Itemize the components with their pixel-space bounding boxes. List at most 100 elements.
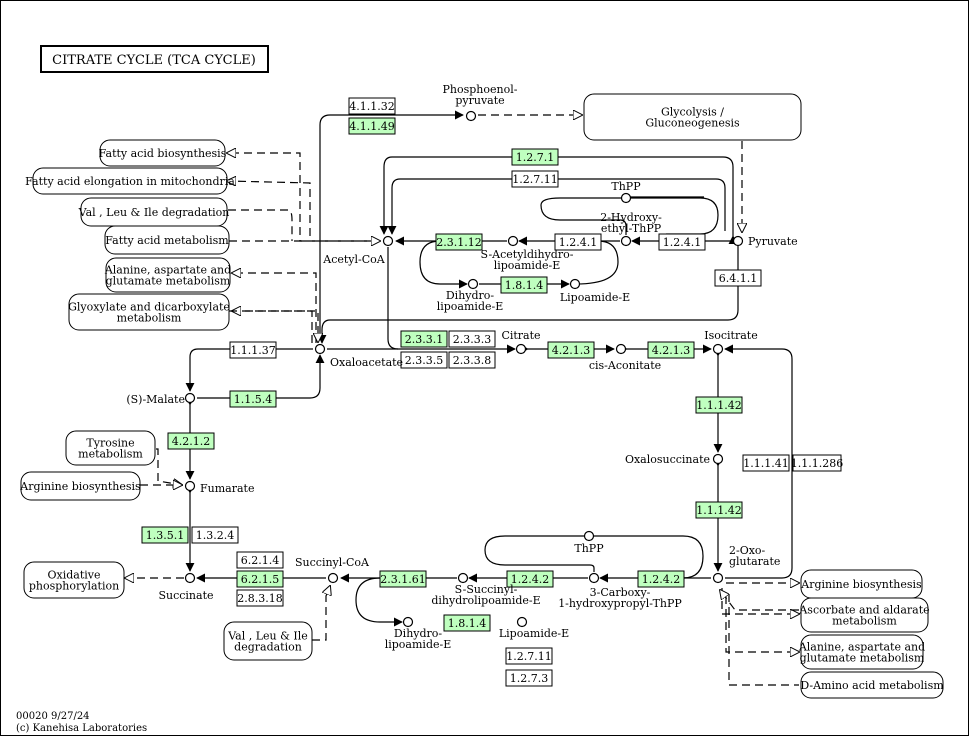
- enzyme-layer: 4.1.1.32 4.1.1.49 1.2.7.1 1.2.7.11 2.3.1.12 1…: [141, 97, 843, 687]
- pathway-label: Fatty acid biosynthesis: [99, 147, 227, 160]
- enzyme-2-8-3-18[interactable]: 2.8.3.18: [236, 589, 284, 607]
- pathway-arginine-biosynthesis[interactable]: Arginine biosynthesis: [19, 471, 141, 501]
- enzyme-1-2-4-2[interactable]: 1.2.4.2: [506, 570, 554, 588]
- compound-label: Phosphoenol-pyruvate: [443, 83, 518, 107]
- pathway-d-amino-acid-metabolism[interactable]: D-Amino acid metabolism: [800, 671, 944, 699]
- enzyme-1-1-1-42[interactable]: 1.1.1.42: [695, 501, 743, 519]
- compound-cis-aconitate[interactable]: cis-Aconitate: [589, 343, 661, 373]
- pathway-label: Glycolysis /Gluconeogenesis: [645, 106, 740, 130]
- compound-lipoamide-e[interactable]: Lipoamide-E: [560, 278, 630, 305]
- compound-s-malate[interactable]: (S)-Malate: [126, 392, 196, 406]
- compound-fumarate[interactable]: Fumarate: [184, 480, 255, 496]
- compound-oxalosuccinate[interactable]: Oxalosuccinate: [625, 453, 724, 466]
- enzyme-2-3-3-8[interactable]: 2.3.3.8: [448, 351, 496, 369]
- enzyme-2-3-3-3[interactable]: 2.3.3.3: [448, 330, 496, 348]
- compound-phosphoenol-pyruvate[interactable]: Phosphoenol-pyruvate: [443, 83, 518, 122]
- compound-pyruvate[interactable]: Pyruvate: [732, 235, 798, 248]
- enzyme-4-1-1-49[interactable]: 4.1.1.49: [348, 117, 396, 135]
- enzyme-1-2-7-11[interactable]: 1.2.7.11: [511, 170, 559, 188]
- enzyme-label: 1.3.2.4: [196, 529, 234, 542]
- enzyme-label: 1.2.4.1: [663, 236, 701, 249]
- compound-label: cis-Aconitate: [589, 359, 661, 372]
- compound-isocitrate[interactable]: Isocitrate: [704, 329, 758, 355]
- pathway-links: [125, 115, 799, 686]
- enzyme-1-8-1-4[interactable]: 1.8.1.4: [500, 276, 548, 294]
- enzyme-1-2-7-1[interactable]: 1.2.7.1: [511, 148, 559, 166]
- compound-label: ThPP: [611, 180, 641, 193]
- enzyme-1-2-7-3[interactable]: 1.2.7.3: [505, 669, 553, 687]
- enzyme-2-3-3-5[interactable]: 2.3.3.5: [400, 351, 448, 369]
- compound-3-carboxy-1-hydroxypropyl-thpp[interactable]: 3-Carboxy-1-hydroxypropyl-ThPP: [558, 572, 682, 611]
- compound-thpp[interactable]: ThPP: [611, 180, 641, 204]
- enzyme-1-2-4-1[interactable]: 1.2.4.1: [658, 233, 706, 251]
- compound-acetyl-coa[interactable]: Acetyl-CoA: [322, 235, 394, 267]
- enzyme-1-2-7-11[interactable]: 1.2.7.11: [505, 647, 553, 665]
- pathway-fatty-acid-elongation-in-mitochondria[interactable]: Fatty acid elongation in mitochondria: [25, 167, 235, 195]
- enzyme-2-3-1-12[interactable]: 2.3.1.12: [435, 233, 483, 251]
- compound-succinate[interactable]: Succinate: [158, 572, 214, 603]
- enzyme-1-1-1-41[interactable]: 1.1.1.41: [742, 454, 790, 472]
- enzyme-1-1-1-286[interactable]: 1.1.1.286: [791, 454, 843, 472]
- compound-succinyl-coa[interactable]: Succinyl-CoA: [295, 556, 370, 584]
- enzyme-1-1-5-4[interactable]: 1.1.5.4: [229, 390, 277, 408]
- compound-2-oxo-glutarate[interactable]: 2-Oxo-glutarate: [712, 544, 781, 584]
- enzyme-label: 2.3.3.1: [405, 333, 443, 346]
- enzyme-label: 1.2.7.3: [510, 672, 548, 685]
- pathway-fatty-acid-metabolism[interactable]: Fatty acid metabolism: [104, 225, 230, 255]
- compound-label: ThPP: [574, 542, 604, 555]
- map-title: CITRATE CYCLE (TCA CYCLE): [40, 45, 269, 73]
- compound-dihydro-lipoamide-e[interactable]: Dihydro-lipoamide-E: [437, 278, 504, 314]
- pathway-label: Arginine biosynthesis: [800, 578, 922, 591]
- enzyme-4-1-1-32[interactable]: 4.1.1.32: [348, 97, 396, 115]
- enzyme-1-1-1-37[interactable]: 1.1.1.37: [229, 341, 277, 359]
- enzyme-1-1-1-42[interactable]: 1.1.1.42: [695, 396, 743, 414]
- enzyme-2-3-3-1[interactable]: 2.3.3.1: [400, 330, 448, 348]
- pathway-glycolysis-gluconeogenesis[interactable]: Glycolysis /Gluconeogenesis: [583, 93, 802, 141]
- enzyme-1-8-1-4[interactable]: 1.8.1.4: [443, 614, 491, 632]
- enzyme-label: 1.2.4.2: [511, 573, 549, 586]
- compound-label: Citrate: [501, 329, 540, 342]
- enzyme-6-4-1-1[interactable]: 6.4.1.1: [714, 269, 762, 287]
- enzyme-label: 1.1.5.4: [234, 393, 272, 406]
- enzyme-1-3-2-4[interactable]: 1.3.2.4: [191, 526, 239, 544]
- enzyme-label: 1.2.7.11: [512, 173, 557, 186]
- compound-2-hydroxy-ethyl-thpp[interactable]: 2-Hydroxy-ethyl-ThPP: [600, 211, 662, 247]
- enzyme-4-2-1-3[interactable]: 4.2.1.3: [547, 341, 595, 359]
- compound-citrate[interactable]: Citrate: [501, 329, 541, 355]
- enzyme-label: 4.1.1.49: [349, 120, 394, 133]
- enzyme-4-2-1-2[interactable]: 4.2.1.2: [167, 432, 215, 450]
- enzyme-1-2-4-1[interactable]: 1.2.4.1: [554, 233, 602, 251]
- enzyme-4-2-1-3[interactable]: 4.2.1.3: [647, 341, 695, 359]
- compound-thpp[interactable]: ThPP: [574, 530, 604, 556]
- compound-label: S-Acetyldihydro-lipoamide-E: [481, 248, 574, 272]
- enzyme-label: 4.2.1.2: [172, 435, 210, 448]
- enzyme-1-2-4-2[interactable]: 1.2.4.2: [637, 570, 685, 588]
- enzyme-label: 1.2.7.11: [506, 650, 551, 663]
- compound-label: S-Succinyl-dihydrolipoamide-E: [431, 583, 540, 607]
- copyright: (c) Kanehisa Laboratories: [16, 723, 147, 734]
- pathway-fatty-acid-biosynthesis[interactable]: Fatty acid biosynthesis: [99, 139, 227, 167]
- compound-dihydro-lipoamide-e[interactable]: Dihydro-lipoamide-E: [385, 616, 452, 652]
- compound-oxaloacetate[interactable]: Oxaloacetate: [314, 343, 404, 370]
- pathway-arginine-biosynthesis[interactable]: Arginine biosynthesis: [800, 569, 923, 599]
- pathway-val-leu-ile-degradation[interactable]: Val , Leu & Ile degradation: [78, 197, 230, 227]
- compound-s-acetyldihydro-lipoamide-e[interactable]: S-Acetyldihydro-lipoamide-E: [481, 235, 574, 273]
- compound-label: Succinyl-CoA: [295, 556, 370, 569]
- enzyme-1-3-5-1[interactable]: 1.3.5.1: [141, 526, 189, 544]
- compound-s-succinyl-dihydrolipoamide-e[interactable]: S-Succinyl-dihydrolipoamide-E: [431, 572, 541, 608]
- enzyme-6-2-1-5[interactable]: 6.2.1.5: [236, 570, 284, 588]
- enzyme-6-2-1-4[interactable]: 6.2.1.4: [236, 551, 284, 569]
- enzyme-2-3-1-61[interactable]: 2.3.1.61: [379, 570, 427, 588]
- compound-lipoamide-e[interactable]: Lipoamide-E: [499, 616, 569, 641]
